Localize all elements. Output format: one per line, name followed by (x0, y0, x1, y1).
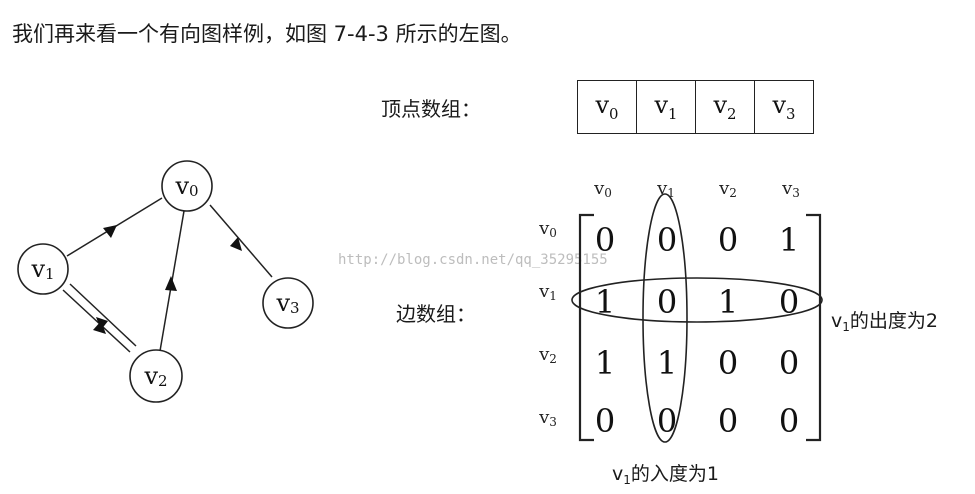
arrowhead-v0-v3 (230, 237, 242, 251)
arrowhead-v1-v2 (96, 317, 108, 330)
col-header: v2 (718, 178, 737, 200)
vertex-cell: v1 (636, 80, 696, 134)
out-degree-note: v1的出度为2 (831, 310, 938, 334)
row-header: v1 (538, 281, 557, 303)
col-header: v0 (593, 178, 612, 200)
edge-array-label: 边数组： (396, 302, 476, 326)
matrix-cell: 0 (657, 221, 677, 259)
matrix-cell: 1 (779, 221, 799, 259)
in-degree-note: v1的入度为1 (612, 463, 719, 487)
edge-v2-v1 (69, 283, 137, 347)
matrix-cell: 1 (595, 344, 615, 382)
vertex-array-label: 顶点数组： (381, 97, 481, 121)
matrix-cell: 0 (779, 402, 799, 440)
matrix-row-headers: v0 v1 v2 v3 (538, 218, 557, 429)
matrix-cell: 0 (718, 221, 738, 259)
intro-text: 我们再来看一个有向图样例，如图 7-4-3 所示的左图。 (12, 22, 522, 46)
node-v0: v0 (161, 160, 213, 212)
watermark: http://blog.csdn.net/qq_35295155 (338, 252, 608, 268)
arrowhead-v2-v1 (93, 321, 106, 334)
row-header: v0 (538, 218, 557, 240)
matrix-cell: 0 (779, 344, 799, 382)
directed-graph: v0 v1 v2 v3 (17, 160, 314, 403)
column-v1-ellipse (642, 193, 688, 443)
edge-v1-v2 (62, 289, 131, 353)
matrix-cell: 1 (657, 344, 677, 382)
matrix-cell: 0 (595, 221, 615, 259)
row-header: v2 (538, 344, 557, 366)
matrix-left-bracket (578, 213, 594, 442)
vertex-cell: v2 (695, 80, 755, 134)
vertex-array-table: v0 v1 v2 v3 (577, 80, 814, 134)
matrix-cell: 0 (718, 344, 738, 382)
matrix-cell: 0 (718, 402, 738, 440)
matrix-cell: 1 (718, 283, 738, 321)
matrix-cell: 0 (779, 283, 799, 321)
adjacency-matrix: v0 v1 v2 v3 v0 v1 v2 v3 0 0 0 1 1 0 1 0 … (538, 178, 823, 443)
row-header: v3 (538, 407, 557, 429)
arrowhead-v1-v0 (103, 225, 117, 238)
matrix-cell: 0 (657, 283, 677, 321)
arrowhead-v2-v0 (165, 276, 177, 291)
node-v1: v1 (17, 243, 69, 295)
svg-text:v0: v0 (174, 172, 198, 200)
svg-text:v3: v3 (275, 289, 299, 317)
vertex-cell: v3 (754, 80, 814, 134)
svg-text:v2: v2 (143, 362, 167, 390)
matrix-cell: 1 (595, 283, 615, 321)
matrix-column-headers: v0 v1 v2 v3 (593, 178, 800, 200)
row-v1-ellipse (571, 277, 823, 323)
edge-v0-v3 (209, 204, 273, 278)
col-header: v3 (781, 178, 800, 200)
node-v3: v3 (262, 277, 314, 329)
matrix-cell: 0 (595, 402, 615, 440)
matrix-cells: 0 0 0 1 1 0 1 0 1 1 0 0 0 0 0 0 (595, 221, 799, 440)
matrix-cell: 0 (657, 402, 677, 440)
vertex-cell: v0 (577, 80, 637, 134)
col-header: v1 (656, 178, 675, 200)
node-v2: v2 (129, 349, 183, 403)
matrix-right-bracket (806, 213, 822, 442)
svg-text:v1: v1 (30, 255, 54, 283)
